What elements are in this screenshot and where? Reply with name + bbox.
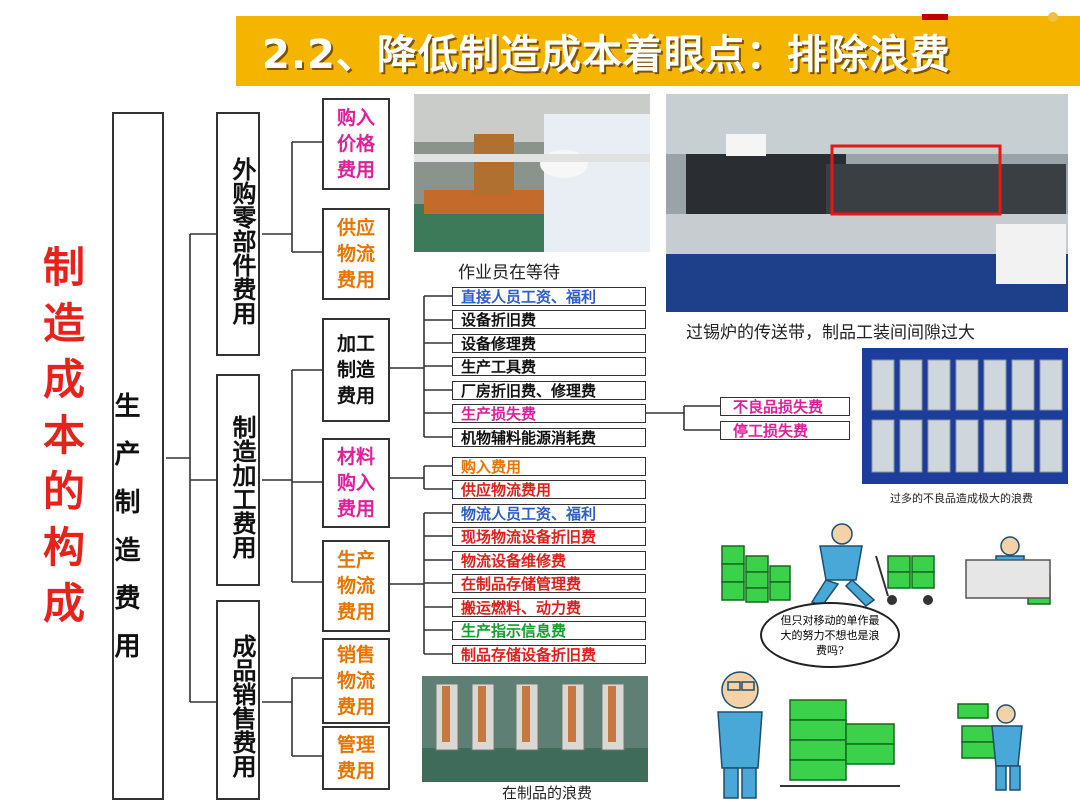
- photo-defects-art: [862, 348, 1068, 484]
- item-box: 设备折旧费: [452, 310, 646, 329]
- photo-operator-waiting: [414, 94, 650, 252]
- root-box: 生产制造费用: [110, 112, 164, 800]
- left-title: 制造成本的构成: [42, 243, 85, 628]
- level1-box-sales: 成品销售费用: [216, 600, 260, 800]
- cat-supply-logistics: 供应物流费用: [322, 208, 390, 300]
- cat-management: 管理费用: [322, 726, 390, 790]
- cartoon-thinking-worker: [717, 671, 900, 799]
- speech-bubble-text: 但只对移动的单作最大的努力不想也是浪费吗?: [780, 614, 880, 657]
- item-box: 厂房折旧费、修理费: [452, 381, 646, 400]
- level1-label: 成品销售费用: [228, 634, 257, 778]
- corner-mark: [922, 14, 948, 20]
- photo-defects: [862, 348, 1068, 484]
- item-box: 机物辅料能源消耗费: [452, 428, 646, 447]
- level1-label: 制造加工费用: [228, 415, 257, 559]
- caption-conveyor: 过锡炉的传送带，制品工装间间隙过大: [686, 323, 975, 343]
- item-box: 搬运燃料、动力费: [452, 598, 646, 617]
- item-box: 购入费用: [452, 457, 646, 476]
- speech-bubble: 但只对移动的单作最大的努力不想也是浪费吗?: [760, 602, 900, 668]
- photo-operator-waiting-art: [414, 94, 650, 252]
- caption-wip: 在制品的浪费: [502, 784, 593, 802]
- item-box: 生产工具费: [452, 357, 646, 376]
- cat-production-logistics: 生产物流费用: [322, 540, 390, 632]
- corner-dot: [1048, 12, 1058, 22]
- item-box: 现场物流设备折旧费: [452, 527, 646, 546]
- loss-box-defects: 不良品损失费: [720, 397, 850, 416]
- root-label: 生产制造费用: [110, 392, 140, 680]
- cat-purchase-price: 购入价格费用: [322, 98, 390, 190]
- item-box: 生产指示信息费: [452, 621, 646, 640]
- photo-wip-art: [422, 676, 648, 782]
- level1-box-manufacturing: 制造加工费用: [216, 374, 260, 586]
- photo-conveyor-art: [666, 94, 1068, 312]
- item-box: 生产损失费: [452, 404, 646, 423]
- loss-box-downtime: 停工损失费: [720, 421, 850, 440]
- caption-waiting: 作业员在等待: [458, 263, 560, 283]
- cartoon-carrying-boxes: [721, 523, 1051, 607]
- page-title: 2.2、降低制造成本着眼点：排除浪费: [262, 32, 951, 78]
- caption-defects: 过多的不良品造成极大的浪费: [890, 492, 1033, 505]
- photo-wip: [422, 676, 648, 782]
- cat-sales-logistics: 销售物流费用: [322, 638, 390, 724]
- item-box: 直接人员工资、福利: [452, 287, 646, 306]
- item-box: 制品存储设备折旧费: [452, 645, 646, 664]
- item-box: 设备修理费: [452, 334, 646, 353]
- cat-processing: 加工制造费用: [322, 318, 390, 422]
- cartoon-lifting-worker: [957, 703, 1023, 791]
- item-box: 物流人员工资、福利: [452, 504, 646, 523]
- level1-label: 外购零部件费用: [228, 157, 257, 325]
- photo-conveyor: [666, 94, 1068, 312]
- item-box: 供应物流费用: [452, 480, 646, 499]
- title-banner: [236, 16, 1080, 86]
- cat-material-purchase: 材料购入费用: [322, 438, 390, 528]
- item-box: 在制品存储管理费: [452, 574, 646, 593]
- item-box: 物流设备维修费: [452, 551, 646, 570]
- level1-box-purchased-parts: 外购零部件费用: [216, 112, 260, 356]
